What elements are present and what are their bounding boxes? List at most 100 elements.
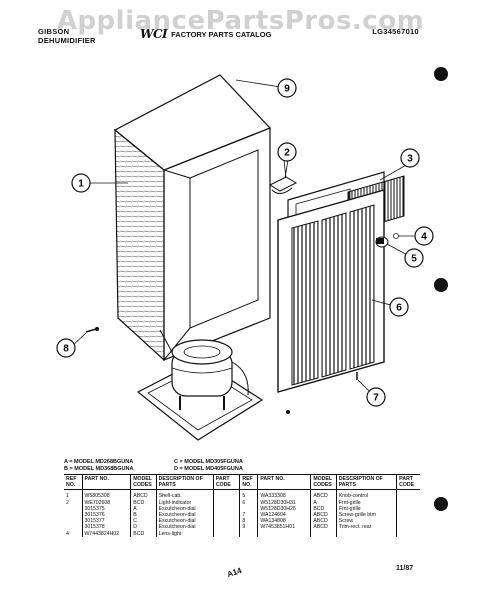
table-cell — [397, 490, 420, 500]
binder-hole-middle — [434, 278, 448, 292]
table-cell: WA333308 — [257, 489, 312, 500]
table-cell: Screw — [336, 518, 398, 525]
table-cell: Trim-rect. rear — [336, 524, 398, 531]
table-cell: ABCD — [310, 512, 337, 519]
table-cell: Frnt-grille — [336, 505, 398, 513]
table-cell: BCD — [130, 499, 157, 506]
callout-label: 9 — [284, 84, 290, 95]
table-cell — [213, 489, 241, 500]
table-cell — [213, 530, 241, 537]
callout-label: 6 — [396, 303, 402, 314]
header-ref-no: REF NO. — [64, 473, 83, 491]
table-cell: 3015378 — [82, 524, 132, 531]
table-cell — [213, 518, 241, 525]
table-cell — [213, 512, 241, 519]
table-cell: Shell-cab. — [156, 489, 214, 500]
table-cell: A — [130, 505, 157, 513]
table-cell: 2 — [64, 499, 83, 506]
compressor — [159, 329, 249, 410]
callout-label: 3 — [407, 154, 413, 165]
callout-label: 7 — [373, 393, 379, 404]
table-cell: 8 — [239, 518, 259, 525]
callout-3: 3 — [400, 148, 420, 168]
table-cell: WA134808 — [257, 518, 312, 525]
header-part-code: PART CODE — [213, 473, 241, 491]
table-cell: A — [310, 499, 337, 506]
table-cell: ABCD — [310, 524, 337, 531]
callout-5: 5 — [404, 248, 424, 268]
table-cell — [64, 518, 83, 525]
table-cell: Escutcheon-dial — [156, 505, 214, 513]
table-cell — [64, 505, 83, 513]
table-cell — [64, 512, 83, 519]
table-cell — [239, 505, 259, 513]
callout-label: 1 — [78, 179, 84, 190]
table-cell: D — [130, 524, 157, 531]
catalog-date: 11/87 — [396, 565, 414, 572]
table-cell: W5128D30H26 — [257, 505, 312, 513]
brand-block: GIBSON DEHUMIDIFIER — [38, 27, 96, 45]
table-cell: ABCD — [130, 489, 157, 500]
brand-name: GIBSON — [38, 27, 70, 36]
table-cell: Knob-control — [336, 489, 398, 500]
header-part-code-2: PART CODE — [396, 473, 420, 491]
table-cell: W5805308 — [82, 489, 132, 500]
table-cell: W5128D30H31 — [257, 499, 312, 506]
table-cell — [239, 530, 259, 537]
cabinet-shell — [113, 74, 272, 362]
legend-model-b: B = MODEL MD368BGUNA — [64, 466, 134, 472]
model-legend: A = MODEL MD268BGUNA B = MODEL MD368BGUN… — [64, 459, 243, 473]
table-cell: Screw-grille btm — [336, 512, 398, 519]
rear-screw — [286, 410, 290, 414]
table-cell — [257, 530, 312, 537]
control-knob — [375, 236, 389, 248]
table-cell: 3015377 — [82, 518, 132, 525]
table-cell: WA124604 — [257, 512, 312, 519]
parts-table: REF NO. PART NO. MODEL CODES DESCRIPTION… — [64, 473, 420, 537]
knob-screw — [393, 233, 399, 239]
callout-8: 8 — [56, 338, 76, 358]
legend-model-d: D = MODEL MD405FGUNA — [174, 466, 243, 472]
header-description-2: DESCRIPTION OF PARTS — [336, 473, 398, 491]
table-cell: 3015376 — [82, 512, 132, 519]
table-cell — [397, 531, 420, 537]
indicator-light — [268, 159, 298, 194]
front-grille — [277, 189, 385, 393]
table-cell: W7443824H02 — [82, 530, 132, 537]
table-cell: Frnt-grille — [336, 499, 398, 506]
table-cell — [213, 499, 241, 506]
product-type: DEHUMIDIFIER — [38, 36, 96, 45]
table-cell: Lens-light — [156, 530, 214, 537]
table-cell: 1 — [64, 489, 83, 500]
callout-1: 1 — [71, 173, 91, 193]
table-cell: Escutcheon-dial — [156, 518, 214, 525]
table-cell: W7453851H01 — [257, 524, 312, 531]
table-cell: 5 — [239, 489, 259, 500]
table-cell: BCD — [130, 530, 157, 537]
wci-logo: WCI — [140, 27, 168, 41]
callout-9: 9 — [277, 78, 297, 98]
catalog-header: WCI FACTORY PARTS CATALOG — [140, 27, 271, 41]
legend-model-c: C = MODEL MD305FGUNA — [174, 459, 243, 465]
table-cell: ABCD — [310, 489, 337, 500]
table-cell — [336, 530, 398, 537]
header-model-codes-2: MODEL CODES — [310, 473, 337, 491]
table-cell — [310, 530, 337, 537]
header-model-codes: MODEL CODES — [130, 473, 157, 491]
table-cell: 6 — [239, 499, 259, 506]
table-cell: WE702608 — [82, 499, 132, 506]
callout-label: 8 — [63, 344, 69, 355]
callout-label: 2 — [284, 148, 290, 159]
table-cell: C — [130, 518, 157, 525]
table-cell: Light-indicator — [156, 499, 214, 506]
table-cell: B — [130, 512, 157, 519]
table-cell: 9 — [239, 524, 259, 531]
table-cell: BCD — [310, 505, 337, 513]
